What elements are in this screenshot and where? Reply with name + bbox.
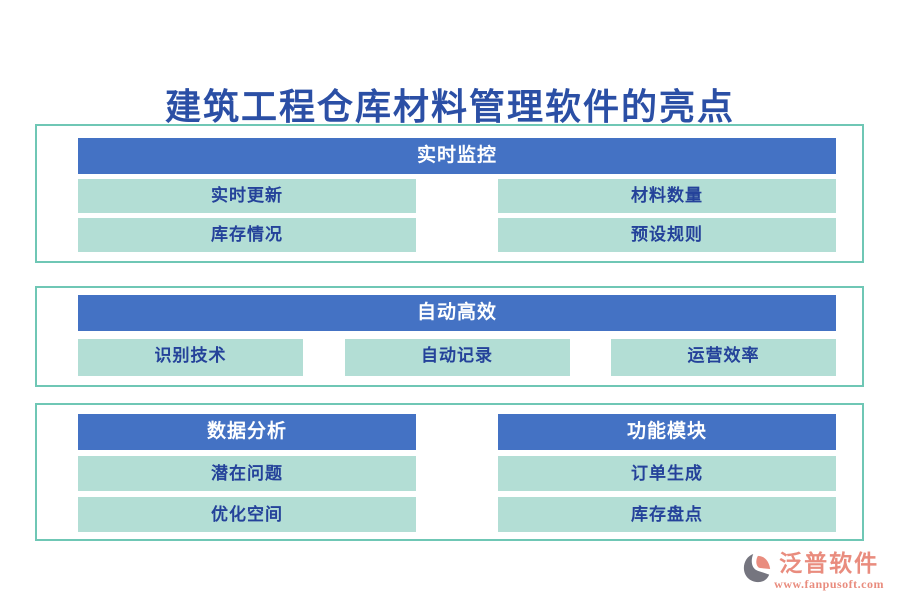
section-header-function-modules: 功能模块 (498, 414, 836, 450)
page-title: 建筑工程仓库材料管理软件的亮点 (164, 87, 735, 127)
section-analysis-modules: 数据分析 潜在问题 优化空间 功能模块 订单生成 库存盘点 (35, 403, 864, 541)
feature-item: 预设规则 (498, 218, 836, 252)
footer-brand: 泛普软件 www.fanpusoft.com (742, 551, 884, 592)
section-header-auto-efficiency: 自动高效 (78, 295, 836, 331)
section-header-realtime-monitoring: 实时监控 (78, 138, 836, 174)
section-realtime-monitoring: 实时监控 实时更新 材料数量 库存情况 预设规则 (35, 124, 864, 263)
column-function-modules: 功能模块 订单生成 库存盘点 (498, 414, 836, 532)
feature-item: 库存情况 (78, 218, 416, 252)
column-data-analysis: 数据分析 潜在问题 优化空间 (78, 414, 416, 532)
brand-website: www.fanpusoft.com (774, 577, 884, 591)
feature-item: 优化空间 (78, 497, 416, 532)
fanpu-logo-icon (742, 553, 772, 583)
footer-brand-text: 泛普软件 www.fanpusoft.com (774, 551, 884, 592)
feature-item: 库存盘点 (498, 497, 836, 532)
feature-item: 订单生成 (498, 456, 836, 491)
feature-item: 运营效率 (611, 339, 836, 376)
feature-item: 自动记录 (344, 339, 570, 376)
section-header-data-analysis: 数据分析 (78, 414, 416, 450)
brand-name: 泛普软件 (779, 551, 880, 576)
section-auto-efficiency: 自动高效 识别技术 自动记录 运营效率 (35, 286, 864, 387)
feature-item: 材料数量 (498, 179, 836, 213)
feature-item: 识别技术 (78, 339, 303, 376)
feature-item: 实时更新 (78, 179, 416, 213)
feature-item: 潜在问题 (78, 456, 416, 491)
